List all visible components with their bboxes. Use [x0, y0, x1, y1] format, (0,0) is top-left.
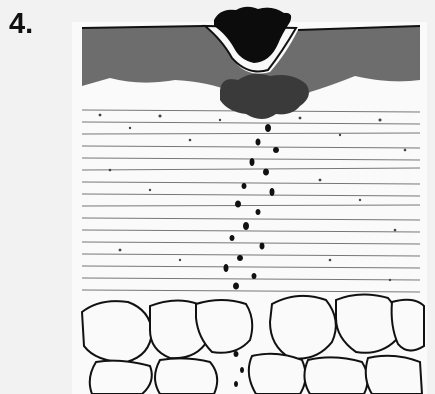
skin-lesion-illustration [0, 0, 435, 394]
illustration-page: 4. [0, 0, 435, 394]
